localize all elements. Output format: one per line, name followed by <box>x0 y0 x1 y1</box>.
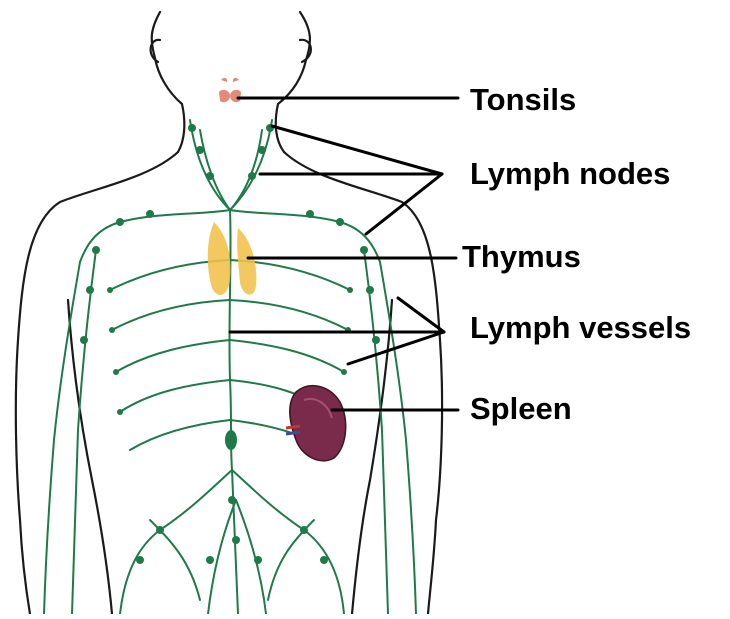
label-lymph-vessels: Lymph vessels <box>470 312 691 343</box>
leader-lines <box>230 98 458 410</box>
label-thymus: Thymus <box>462 241 581 272</box>
label-tonsils: Tonsils <box>470 84 576 115</box>
cisterna-chyli <box>225 430 237 450</box>
leader-lymph-nodes-a <box>272 126 442 174</box>
label-spleen: Spleen <box>470 393 572 424</box>
label-lymph-nodes: Lymph nodes <box>470 158 670 189</box>
leader-lymph-nodes-c <box>366 174 442 234</box>
spleen <box>286 386 346 461</box>
